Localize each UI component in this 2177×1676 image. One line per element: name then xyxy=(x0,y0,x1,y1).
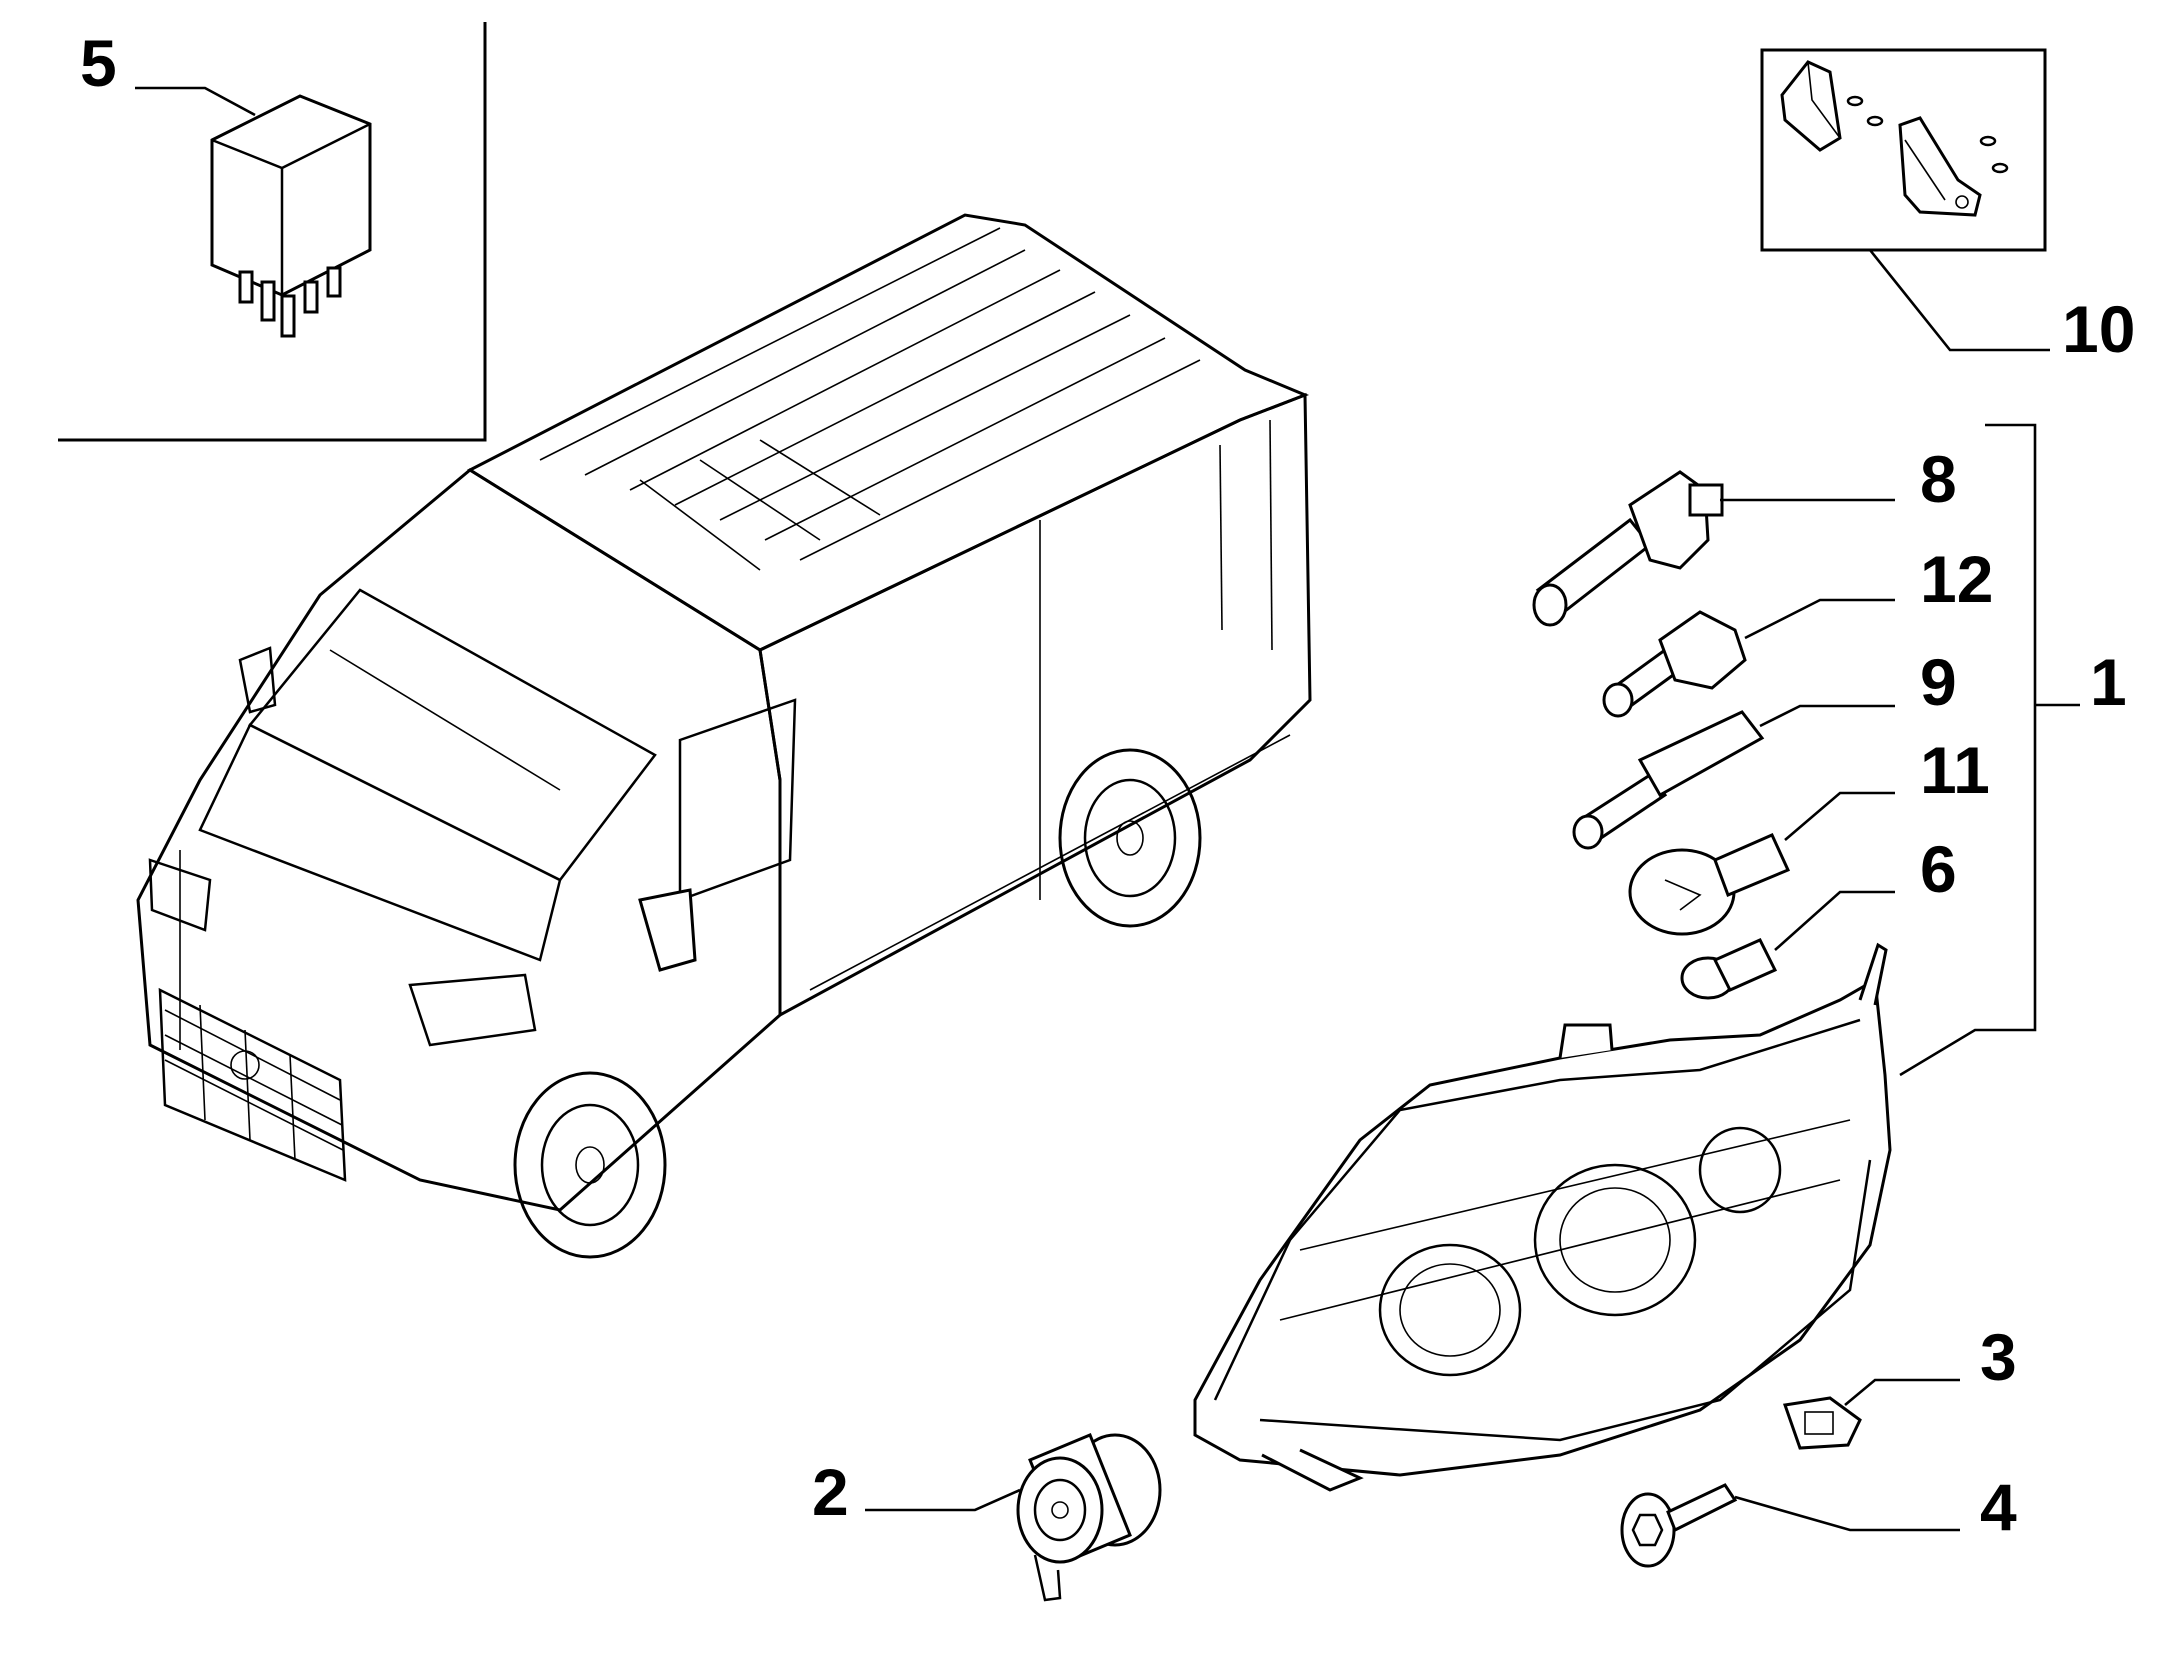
bulb-h1-part-12[interactable] xyxy=(1602,610,1747,718)
callout-12: 12 xyxy=(1920,542,1993,616)
leader-5 xyxy=(135,86,256,117)
van-illustration xyxy=(136,213,1312,1259)
callout-10: 10 xyxy=(2062,292,2135,366)
leader-3 xyxy=(1844,1378,1960,1406)
callout-11: 11 xyxy=(1920,733,1990,807)
clip-nut-part-3[interactable] xyxy=(1782,1396,1862,1450)
bracket-kit-box xyxy=(1760,48,2047,252)
leader-4 xyxy=(1734,1495,1960,1532)
leader-12 xyxy=(1744,598,1895,640)
callout-8: 8 xyxy=(1920,442,1957,516)
leader-10 xyxy=(1868,249,2050,352)
leader-9 xyxy=(1759,704,1895,728)
bracket-1 xyxy=(1899,423,2037,1077)
headlamp-assembly[interactable] xyxy=(1193,942,1892,1492)
bulb-p21w-part-11[interactable] xyxy=(1628,833,1791,936)
callout-4: 4 xyxy=(1980,1470,2017,1544)
leader-6 xyxy=(1774,890,1895,951)
callout-6: 6 xyxy=(1920,832,1957,906)
callout-5: 5 xyxy=(80,26,117,100)
mounting-screw-part-4[interactable] xyxy=(1620,1483,1738,1568)
callout-2: 2 xyxy=(812,1455,849,1529)
adjuster-motor-part-2[interactable] xyxy=(1016,1433,1162,1602)
bulb-festoon-part-9[interactable] xyxy=(1572,710,1765,850)
relay-inset xyxy=(58,22,487,442)
callout-3: 3 xyxy=(1980,1320,2017,1394)
bulb-h7-part-8[interactable] xyxy=(1532,470,1724,627)
leader-11 xyxy=(1784,791,1895,841)
leader-2 xyxy=(865,1488,1021,1512)
callout-1: 1 xyxy=(2090,645,2127,719)
callout-9: 9 xyxy=(1920,645,1957,719)
relay-part-5[interactable] xyxy=(210,94,372,338)
bulb-w5w-part-6[interactable] xyxy=(1680,938,1778,1000)
bracket-kit-part-10[interactable] xyxy=(1780,60,2009,217)
